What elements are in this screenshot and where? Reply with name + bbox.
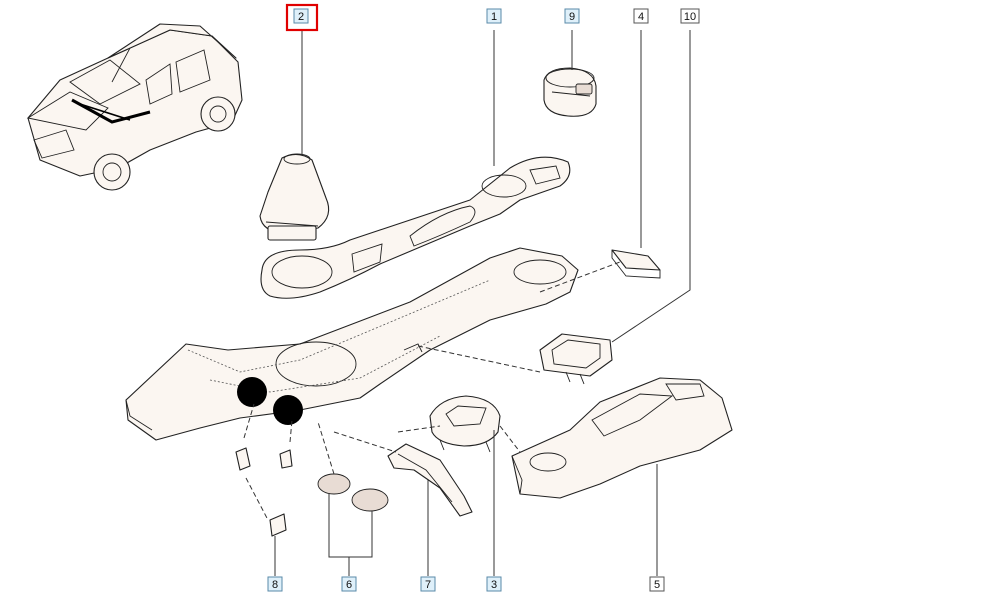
assembly-lines — [243, 261, 621, 521]
part-10-tray — [539, 333, 613, 385]
callout-7[interactable]: 7 — [420, 576, 436, 592]
callout-8[interactable]: 8 — [267, 576, 283, 592]
callout-2-label: 2 — [298, 11, 304, 23]
part-2-gear-boot — [259, 153, 330, 241]
part-8-clip — [235, 447, 293, 537]
part-4-cover — [611, 249, 661, 279]
callout-3-label: 3 — [491, 579, 497, 591]
callout-3[interactable]: 3 — [486, 576, 502, 592]
callout-10-label: 10 — [684, 11, 696, 23]
callout-5[interactable]: 5 — [649, 576, 665, 592]
main-console-body — [125, 247, 579, 441]
leader-lines — [274, 30, 691, 576]
part-5-rear-console — [511, 377, 733, 499]
vehicle-locator — [26, 23, 243, 191]
callout-8-label: 8 — [272, 579, 278, 591]
callout-6-label: 6 — [346, 579, 352, 591]
part-3-bezel — [429, 395, 501, 453]
part-6-pads — [317, 473, 389, 512]
callout-10[interactable]: 10 — [680, 8, 700, 24]
callout-5-label: 5 — [654, 579, 660, 591]
callout-4-label: 4 — [638, 11, 644, 23]
callout-9[interactable]: 9 — [564, 8, 580, 24]
callout-1[interactable]: 1 — [486, 8, 502, 24]
callout-1-label: 1 — [491, 11, 497, 23]
callout-9-label: 9 — [569, 11, 575, 23]
callout-2[interactable]: 2 — [285, 3, 319, 32]
callout-7-label: 7 — [425, 579, 431, 591]
part-7-bracket — [387, 443, 473, 517]
part-9-switch — [543, 67, 597, 117]
callout-6[interactable]: 6 — [341, 576, 357, 592]
part-1-console-trim — [260, 156, 571, 299]
callout-4[interactable]: 4 — [633, 8, 649, 24]
